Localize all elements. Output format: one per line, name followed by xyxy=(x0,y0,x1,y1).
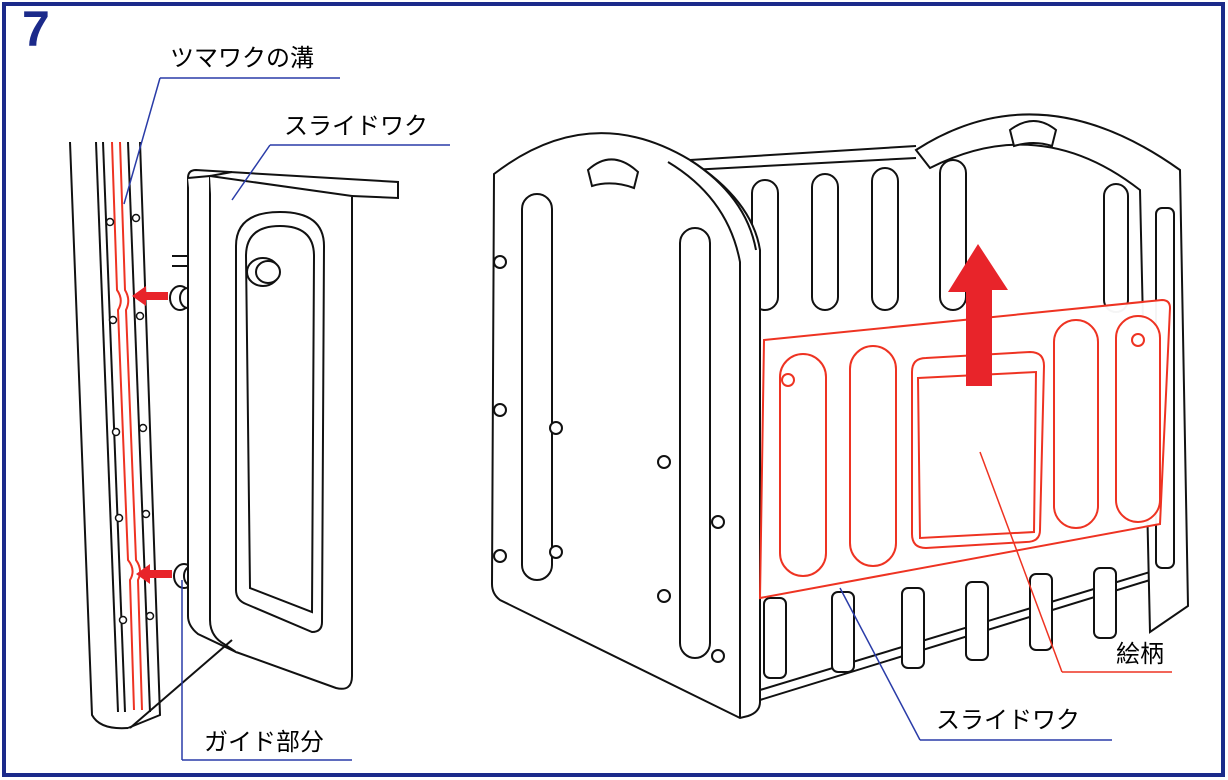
step-number: 7 xyxy=(22,1,50,57)
crib-back-rail xyxy=(689,145,1151,701)
guide-part-label: ガイド部分 xyxy=(204,728,324,756)
slide-panel-highlight xyxy=(758,298,1172,600)
crib-left-end-panel xyxy=(490,132,761,720)
leader-lines-red xyxy=(979,451,1172,673)
crib-slats xyxy=(751,159,1129,679)
slide-frame-label-top: スライドワク xyxy=(284,112,428,140)
leader-lines xyxy=(123,77,1112,761)
pattern-label: 絵柄 xyxy=(1116,640,1164,668)
groove-highlight xyxy=(111,141,143,711)
slide-frame-detail xyxy=(129,168,399,729)
groove-label: ツマワクの溝 xyxy=(170,44,314,72)
lift-arrow xyxy=(948,244,1008,386)
screw-holes xyxy=(105,213,155,625)
insert-arrows xyxy=(132,286,172,584)
slide-frame-label-bottom: スライドワク xyxy=(936,706,1080,734)
